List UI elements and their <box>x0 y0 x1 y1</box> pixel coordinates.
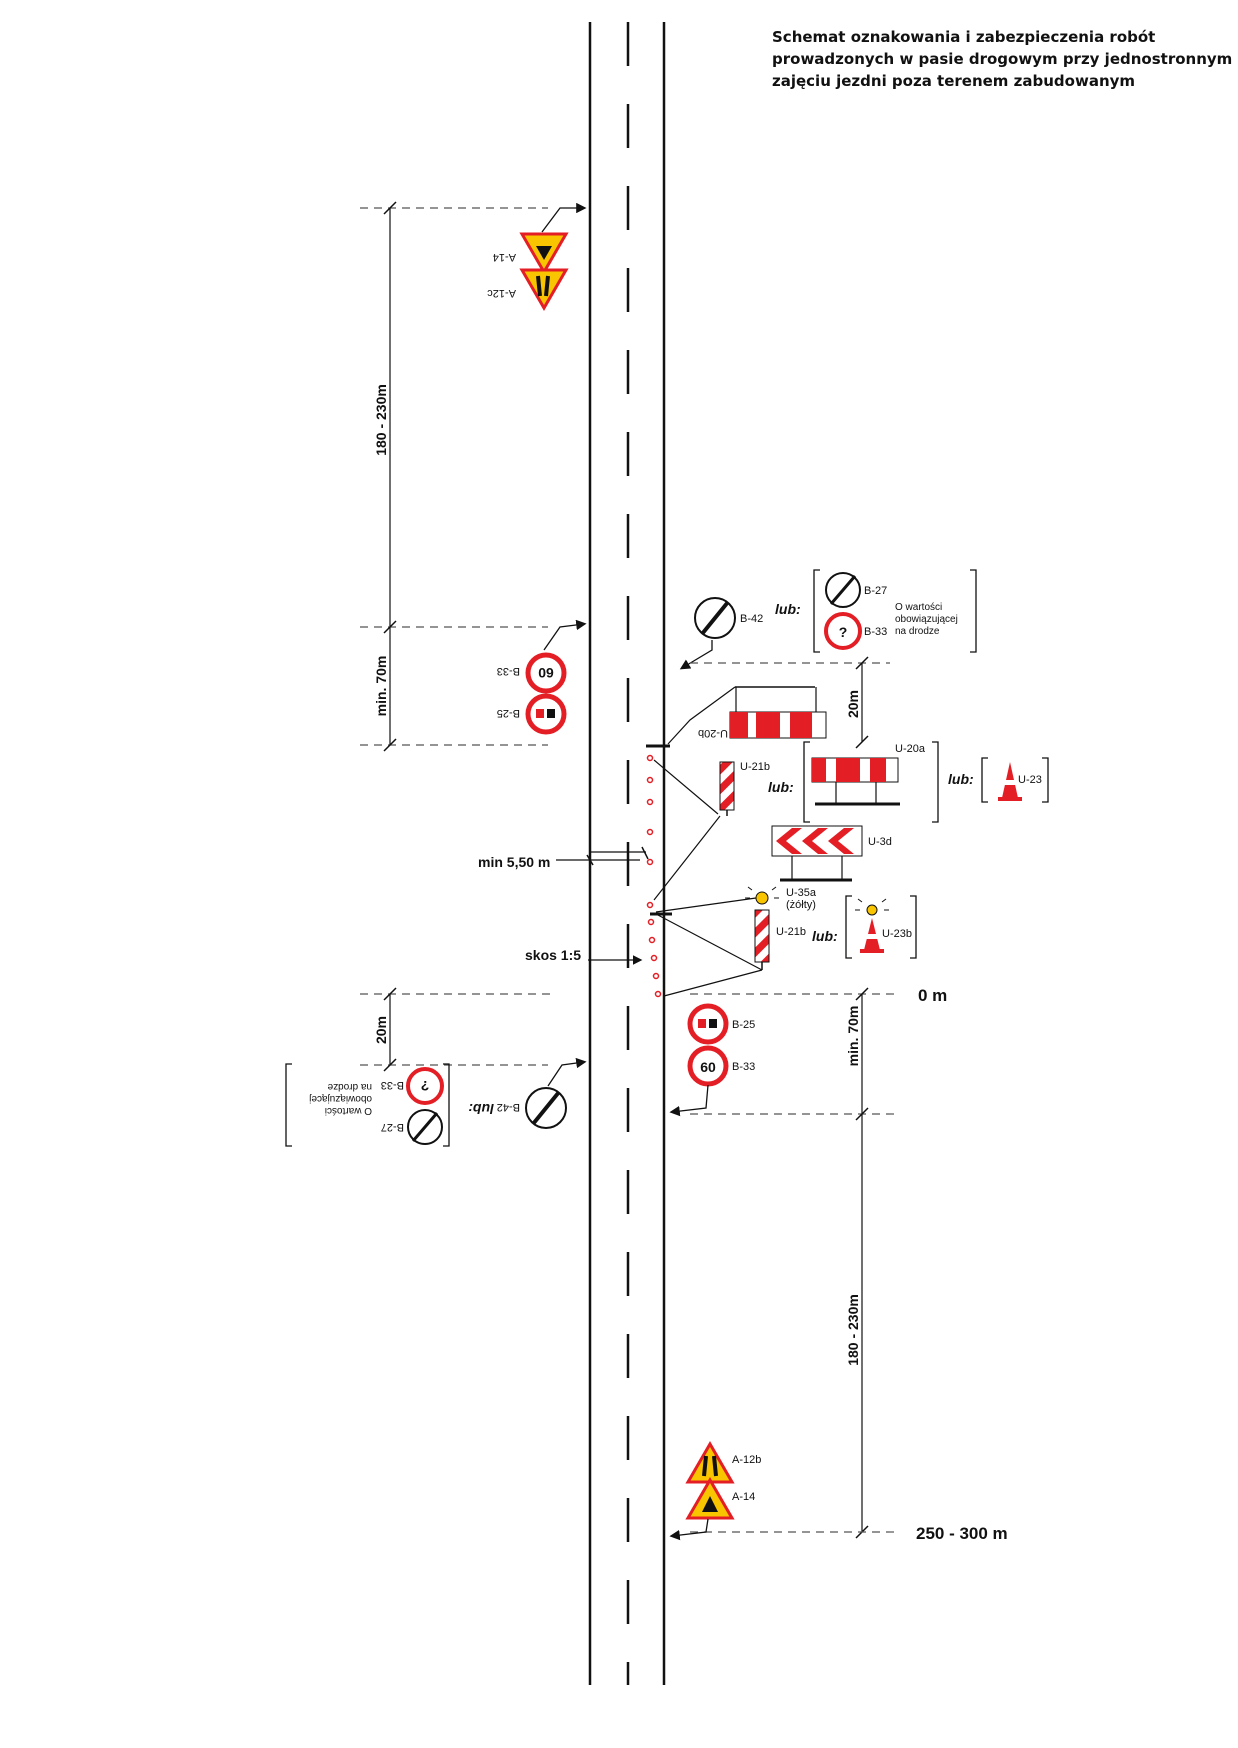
lub-bracket-u20a: U-20a <box>803 741 939 823</box>
sign-b25-inverted: B-25 <box>497 693 567 735</box>
dim-label-right-min70: min. 70m <box>845 1006 861 1067</box>
worker-icon-bottom <box>702 1496 718 1512</box>
sign-post-mid-top <box>543 619 587 651</box>
road-narrowing-icon <box>536 275 550 297</box>
sign-b42-left: B-42 <box>497 1057 587 1129</box>
dim-label-top-180-230: 180 - 230m <box>373 384 389 456</box>
sign-a12b-bottom: A-12b <box>685 1441 761 1484</box>
b33-inverted-speed: 60 <box>538 665 554 681</box>
owartosci-line2-top: obowiązującej <box>895 614 958 625</box>
diagram-title: Schemat oznakowania i zabezpieczenia rob… <box>772 26 1233 92</box>
owartosci-line1-top: O wartości <box>895 602 942 613</box>
skos-label: skos 1:5 <box>525 947 581 963</box>
u21b-lower-label: U-21b <box>776 926 806 938</box>
owartosci-line1-left: O wartości <box>325 1105 372 1116</box>
dim-label-bottom-180-230: 180 - 230m <box>845 1294 861 1366</box>
u23b-label: U-23b <box>882 928 912 940</box>
zero-m-label: 0 m <box>918 986 947 1005</box>
b42-left-label: B-42 <box>497 1101 520 1113</box>
dim-label-left-20m: 20m <box>373 1016 389 1044</box>
worker-icon <box>536 246 552 260</box>
sign-b25-right: B-25 <box>687 1003 755 1045</box>
sign-a12c-inverted: A-12c <box>487 268 569 311</box>
barrier-u20b: U-20b <box>667 686 827 745</box>
b33-left-box-label: B-33 <box>381 1079 404 1091</box>
title-line-1: Schemat oznakowania i zabezpieczenia rob… <box>772 28 1156 46</box>
b33-top-box-label: B-33 <box>864 626 887 638</box>
road-narrowing-icon-bottom <box>702 1455 718 1477</box>
zolty-label: (żółty) <box>786 899 816 911</box>
title-line-3: zajęciu jezdni poza terenem zabudowanym <box>772 72 1136 90</box>
a14-label: A-14 <box>732 1491 755 1503</box>
cone-taper-top <box>646 744 670 866</box>
b25-right-label: B-25 <box>732 1019 755 1031</box>
a12b-label: A-12b <box>732 1454 761 1466</box>
b42-top-label: B-42 <box>740 613 763 625</box>
u35a-label: U-35a <box>786 887 817 899</box>
u20b-label: U-20b <box>698 727 728 739</box>
sign-a14-bottom: A-14 <box>669 1477 755 1541</box>
u23-label: U-23 <box>1018 774 1042 786</box>
sign-u3d: U-3d <box>771 825 892 882</box>
lub-label-top: lub: <box>775 601 801 617</box>
sign-b42-top: B-42 <box>679 597 763 670</box>
lub-bracket-u23: U-23 <box>981 757 1049 803</box>
warning-light-icon <box>755 891 769 905</box>
b25-inverted-label: B-25 <box>497 707 520 719</box>
dimension-bottom-right: 180 - 230m <box>690 1114 900 1539</box>
lub-label-left: lub: <box>468 1101 494 1117</box>
skos-annotation: skos 1:5 <box>525 947 643 965</box>
lub-label-u23: lub: <box>948 771 974 787</box>
b27-top-label: B-27 <box>864 585 887 597</box>
sign-u21b-upper: U-21b <box>653 759 770 901</box>
sign-u21b-lower: U-21b <box>650 897 806 997</box>
lub-bracket-top: B-27 ? B-33 O wartości obowiązującej na … <box>813 569 977 653</box>
u20a-label: U-20a <box>895 743 926 755</box>
dim-label-right-20m: 20m <box>845 690 861 718</box>
lub-label-u23b: lub: <box>812 928 838 944</box>
title-line-2: prowadzonych w pasie drogowym przy jedno… <box>772 50 1233 68</box>
owartosci-line3-top: na drodze <box>895 626 940 637</box>
dimension-top-left: 180 - 230m min. 70m <box>360 201 548 752</box>
lub-label-u20a: lub: <box>768 779 794 795</box>
a12c-inverted-label: A-12c <box>487 287 516 299</box>
a14-inverted-label: A-14 <box>493 251 516 263</box>
u21b-upper-label: U-21b <box>740 761 770 773</box>
owartosci-line2-left: obowiązującej <box>309 1093 372 1104</box>
sign-post-top <box>541 202 587 233</box>
lub-bracket-left-inverted: ? B-33 B-27 O wartości obowiązującej na … <box>285 1063 450 1147</box>
end-distance-label: 250 - 300 m <box>916 1524 1008 1543</box>
b33-right-speed: 60 <box>700 1059 716 1075</box>
u3d-label: U-3d <box>868 836 892 848</box>
b33-right-label: B-33 <box>732 1061 755 1073</box>
dim-label-top-min70: min. 70m <box>373 656 389 717</box>
sign-a14-inverted: A-14 <box>493 232 569 275</box>
sign-u35a: U-35a (żółty) <box>745 886 817 911</box>
cone-taper-bottom <box>646 901 662 998</box>
owartosci-line3-left: na drodze <box>327 1081 372 1092</box>
sign-b33-right: 60 B-33 <box>669 1045 755 1117</box>
sign-b33-inverted: 60 B-33 <box>497 652 567 694</box>
question-mark-top: ? <box>839 624 848 640</box>
b33-inverted-label: B-33 <box>497 665 520 677</box>
dim-label-min-550: min 5,50 m <box>478 854 550 870</box>
b27-left-label: B-27 <box>381 1121 404 1133</box>
lub-bracket-u23b: U-23b <box>845 895 917 959</box>
question-mark-left: ? <box>421 1078 430 1094</box>
dimension-min-550: min 5,50 m <box>478 846 649 870</box>
dimension-20m-left: 20m <box>360 987 548 1072</box>
road <box>588 22 666 1685</box>
dimension-20m-right: 20m <box>845 656 869 749</box>
